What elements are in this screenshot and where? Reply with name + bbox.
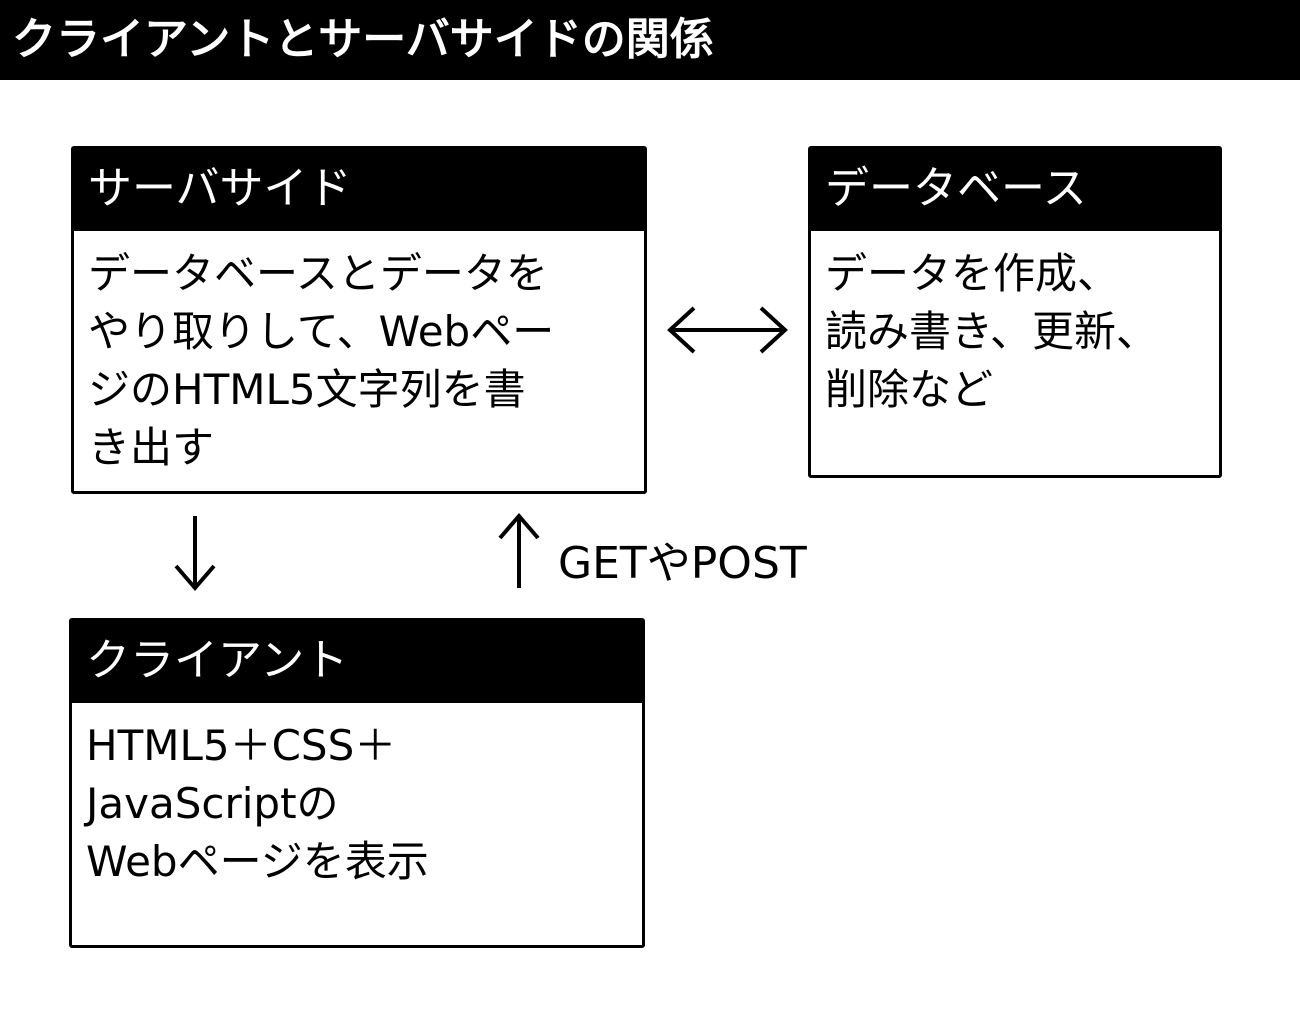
- client-line: JavaScriptの: [86, 779, 339, 828]
- client-header: クライアント: [72, 621, 642, 703]
- server-side-line: データベースとデータを: [88, 249, 548, 298]
- database-box: データベース データを作成、 読み書き、更新、 削除など: [808, 146, 1222, 478]
- bidirectional-arrow-icon: [667, 306, 788, 354]
- down-arrow-icon: [174, 516, 216, 592]
- server-side-line: やり取りして、Webペー: [88, 307, 555, 356]
- server-side-header: サーバサイド: [74, 149, 644, 231]
- up-arrow-icon: [498, 512, 540, 588]
- client-description: HTML5＋CSS＋ JavaScriptの Webページを表示: [72, 703, 642, 891]
- server-side-description: データベースとデータを やり取りして、Webペー ジのHTML5文字列を書 き出…: [74, 231, 644, 477]
- database-description: データを作成、 読み書き、更新、 削除など: [811, 231, 1219, 419]
- server-side-box: サーバサイド データベースとデータを やり取りして、Webペー ジのHTML5文…: [71, 146, 647, 494]
- database-line: 削除など: [825, 365, 994, 414]
- client-box: クライアント HTML5＋CSS＋ JavaScriptの Webページを表示: [69, 618, 645, 948]
- client-line: HTML5＋CSS＋: [86, 721, 397, 770]
- database-header: データベース: [811, 149, 1219, 231]
- server-side-line: き出す: [88, 423, 215, 472]
- client-line: Webページを表示: [86, 837, 429, 886]
- database-line: 読み書き、更新、: [825, 307, 1159, 356]
- request-method-label: GETやPOST: [558, 538, 807, 589]
- server-side-line: ジのHTML5文字列を書: [88, 365, 526, 414]
- page-title: クライアントとサーバサイドの関係: [0, 0, 1300, 80]
- database-line: データを作成、: [825, 249, 1120, 298]
